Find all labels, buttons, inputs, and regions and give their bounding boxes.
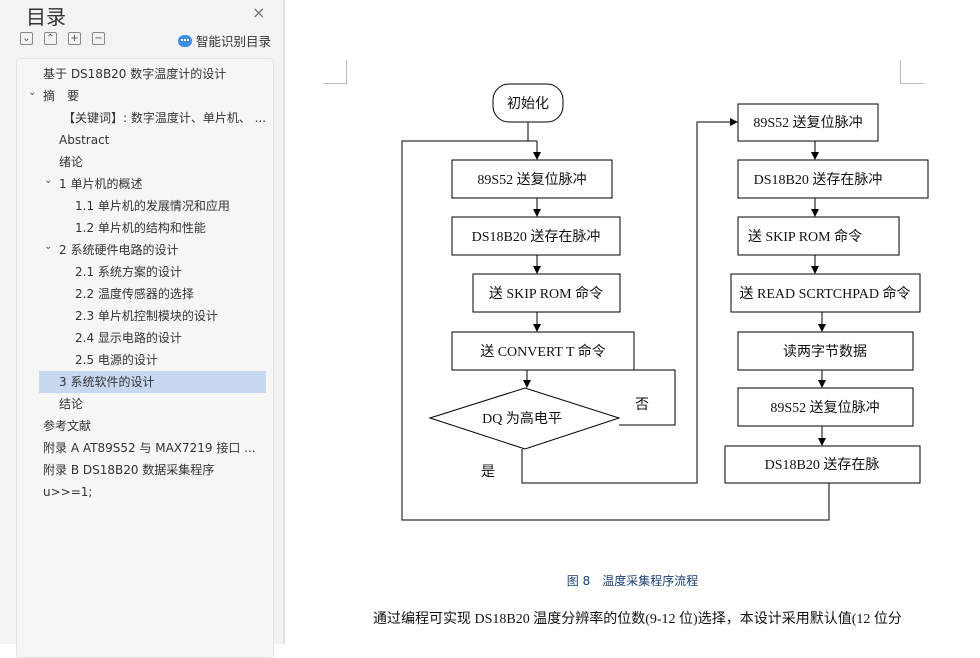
- remove-item-button[interactable]: −: [92, 32, 105, 45]
- figure-caption: 图 8 温度采集程序流程: [0, 572, 980, 589]
- toc-item[interactable]: 2 系统硬件电路的设计: [59, 239, 178, 261]
- toc-item[interactable]: 2.1 系统方案的设计: [75, 261, 182, 283]
- start-label: 初始化: [507, 95, 549, 112]
- toc-item-label: Abstract: [59, 133, 110, 147]
- flow-box: [737, 103, 879, 142]
- flow-box: [737, 331, 914, 371]
- toc-item-label: 2.4 显示电路的设计: [75, 331, 182, 345]
- no-label: 否: [635, 398, 649, 413]
- flow-label: 送 READ SCRTCHPAD 命令: [740, 285, 911, 302]
- toc-item[interactable]: 附录 B DS18B20 数据采集程序: [43, 459, 214, 481]
- toc-item-label: 1 单片机的概述: [59, 177, 143, 191]
- flow-label: DS18B20 送存在脉冲: [472, 229, 601, 245]
- chevron-down-icon[interactable]: ⌄: [44, 241, 53, 252]
- flow-label: 读两字节数据: [783, 343, 867, 360]
- toc-title: 目录: [26, 5, 66, 29]
- flow-label: DS18B20 送存在脉: [765, 457, 880, 473]
- flow-box: [730, 273, 921, 313]
- page-corner-mark: [323, 60, 347, 84]
- page-corner-mark: [900, 60, 924, 84]
- toc-item-label: 2.1 系统方案的设计: [75, 265, 182, 279]
- ai-icon: [178, 34, 192, 47]
- toc-item[interactable]: 绪论: [59, 151, 83, 173]
- toc-item[interactable]: 附录 A AT89S52 与 MAX7219 接口 ...: [43, 437, 256, 459]
- toc-item[interactable]: u>>=1;: [43, 481, 92, 503]
- toc-item[interactable]: 1.1 单片机的发展情况和应用: [75, 195, 230, 217]
- toc-item-label: 附录 B DS18B20 数据采集程序: [43, 463, 215, 477]
- toc-item-label: 3 系统软件的设计: [59, 375, 155, 389]
- toc-item[interactable]: 1.2 单片机的结构和性能: [75, 217, 206, 239]
- toc-item[interactable]: 2.2 温度传感器的选择: [75, 283, 194, 305]
- toc-item-label: 2 系统硬件电路的设计: [59, 243, 179, 257]
- toc-item-label: 2.3 单片机控制模块的设计: [75, 309, 218, 323]
- flow-box: [451, 216, 621, 256]
- flow-label: 送 CONVERT T 命令: [480, 343, 606, 360]
- smart-toc-button[interactable]: 智能识别目录: [178, 31, 271, 50]
- toc-item[interactable]: 1 单片机的概述: [59, 173, 142, 195]
- decision-label: DQ 为高电平: [482, 410, 562, 427]
- flow-label: 送 SKIP ROM 命令: [748, 228, 862, 245]
- flow-label: 89S52 送复位脉冲: [753, 114, 862, 131]
- close-icon[interactable]: ×: [252, 3, 266, 22]
- toc-item[interactable]: 3 系统软件的设计: [39, 371, 266, 393]
- collapse-all-button[interactable]: ⌃: [44, 32, 57, 45]
- toc-item-label: 1.1 单片机的发展情况和应用: [75, 199, 230, 213]
- toc-item[interactable]: 基于 DS18B20 数字温度计的设计: [43, 63, 226, 85]
- chevron-down-icon[interactable]: ⌄: [44, 175, 53, 186]
- flow-box: [737, 216, 900, 256]
- expand-all-button[interactable]: ⌄: [20, 32, 33, 45]
- flow-box: [472, 273, 621, 313]
- flow-label: 89S52 送复位脉冲: [770, 399, 879, 416]
- flow-box: [737, 387, 914, 427]
- toc-item-label: 结论: [59, 397, 84, 411]
- toc-item-label: 基于 DS18B20 数字温度计的设计: [43, 67, 227, 81]
- flow-box: [737, 159, 929, 199]
- flow-label: DS18B20 送存在脉冲: [754, 172, 883, 188]
- chevron-down-icon[interactable]: ⌄: [28, 87, 37, 98]
- flow-box: [724, 445, 921, 484]
- toc-item[interactable]: 参考文献: [43, 415, 91, 437]
- toc-item-label: 摘 要: [43, 89, 80, 103]
- toc-item-label: 【关键词】: 数字温度计、单片机、 ...: [63, 111, 267, 125]
- toc-item[interactable]: 【关键词】: 数字温度计、单片机、 ...: [63, 107, 266, 129]
- toc-item-label: 2.5 电源的设计: [75, 353, 158, 367]
- toc-item-label: u>>=1;: [43, 485, 93, 499]
- figure-number: 图 8: [566, 574, 591, 588]
- toc-item[interactable]: 2.5 电源的设计: [75, 349, 158, 371]
- toc-list: [16, 58, 274, 658]
- flow-box: [451, 159, 613, 199]
- add-item-button[interactable]: +: [68, 32, 81, 45]
- flow-label: 送 SKIP ROM 命令: [489, 285, 603, 302]
- toc-item-label: 1.2 单片机的结构和性能: [75, 221, 206, 235]
- flow-label: 89S52 送复位脉冲: [477, 171, 586, 188]
- toc-item[interactable]: 2.4 显示电路的设计: [75, 327, 182, 349]
- toc-item-label: 绪论: [59, 155, 84, 169]
- flowchart: 初始化 89S52 送复位脉冲 DS18B20 送存在脉冲 送 SKIP ROM…: [401, 83, 929, 521]
- toc-item-label: 2.2 温度传感器的选择: [75, 287, 194, 301]
- yes-label: 是: [481, 465, 495, 480]
- toc-sidebar: 目录 × ⌄ ⌃ + − 智能识别目录 基于 DS18B20 数字温度计的设计摘…: [0, 0, 285, 658]
- smart-toc-label: 智能识别目录: [196, 34, 272, 49]
- toc-item[interactable]: 2.3 单片机控制模块的设计: [75, 305, 218, 327]
- toc-item-label: 参考文献: [43, 419, 92, 433]
- toc-item[interactable]: Abstract: [59, 129, 109, 151]
- toc-item[interactable]: 结论: [59, 393, 83, 415]
- body-paragraph: 通过编程可实现 DS18B20 温度分辨率的位数(9-12 位)选择，本设计采用…: [373, 612, 902, 627]
- toc-item[interactable]: 摘 要: [43, 85, 79, 107]
- toc-item-label: 附录 A AT89S52 与 MAX7219 接口 ...: [43, 441, 256, 455]
- decision-node: [428, 387, 621, 450]
- figure-title: 温度采集程序流程: [602, 574, 699, 588]
